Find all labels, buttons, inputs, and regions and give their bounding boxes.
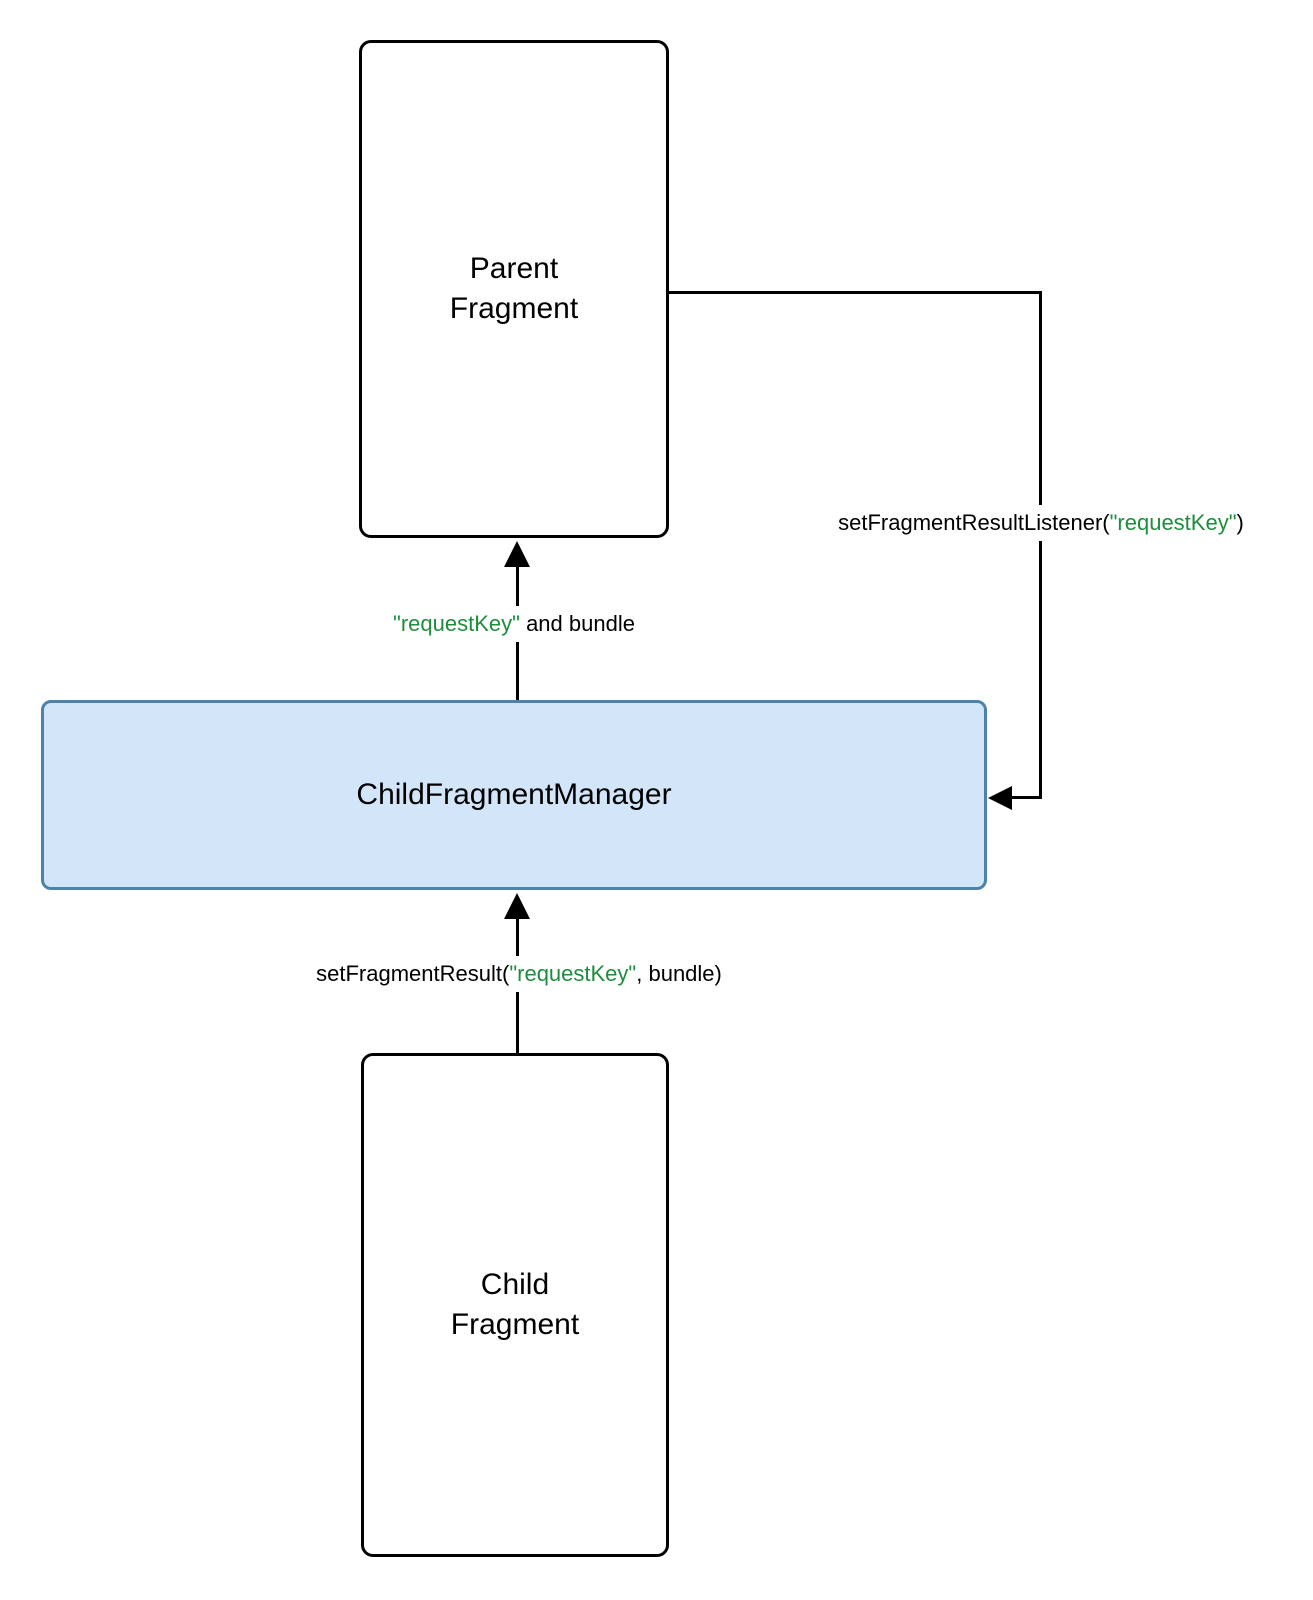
parent-fragment-box: Parent Fragment bbox=[359, 40, 669, 538]
child-fragment-manager-box: ChildFragmentManager bbox=[41, 700, 987, 890]
label-text-post: and bundle bbox=[519, 611, 635, 636]
connector-right-vertical bbox=[1039, 291, 1042, 798]
connector-parent-to-right-horizontal bbox=[667, 291, 1042, 294]
arrowhead-up-into-parent-icon bbox=[504, 541, 530, 567]
child-fragment-box: Child Fragment bbox=[361, 1053, 669, 1557]
connector-into-manager-horizontal bbox=[1008, 796, 1042, 799]
label-text-pre: setFragmentResultListener( bbox=[838, 510, 1110, 535]
child-fragment-label: Child Fragment bbox=[450, 1268, 580, 1341]
label-text-post: ) bbox=[1236, 510, 1244, 535]
label-text-pre: setFragmentResult( bbox=[316, 961, 510, 986]
edge-label-set-fragment-result: setFragmentResult("requestKey", bundle) bbox=[306, 956, 732, 992]
label-text-request-key: "requestKey" bbox=[509, 961, 637, 986]
child-fragment-manager-label: ChildFragmentManager bbox=[356, 778, 672, 812]
edge-label-request-key-and-bundle: "requestKey" and bundle bbox=[383, 606, 645, 642]
label-text-request-key: "requestKey" bbox=[1109, 510, 1237, 535]
arrowhead-left-into-manager-icon bbox=[988, 786, 1012, 810]
edge-label-set-fragment-result-listener: setFragmentResultListener("requestKey") bbox=[828, 505, 1254, 541]
label-text-post: , bundle) bbox=[636, 961, 722, 986]
parent-fragment-label: Parent Fragment bbox=[449, 252, 579, 325]
label-text-request-key: "requestKey" bbox=[393, 611, 520, 636]
arrowhead-up-into-manager-icon bbox=[504, 893, 530, 919]
